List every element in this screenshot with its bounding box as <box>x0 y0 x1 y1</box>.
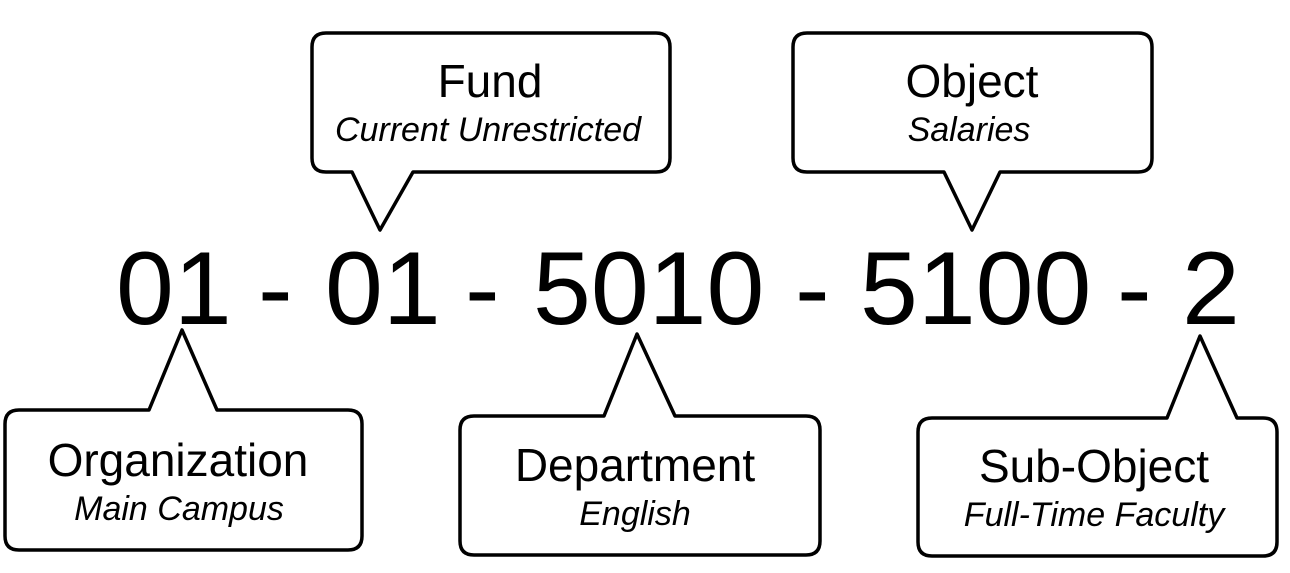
callout-object-description: Salaries <box>908 111 1031 149</box>
callout-department-label: Department <box>515 439 756 491</box>
callout-object-label: Object <box>906 55 1039 107</box>
code-separator: - <box>465 231 500 347</box>
callout-sub-object-bubble <box>916 334 1279 558</box>
code-separator: - <box>258 231 293 347</box>
callout-organization-bubble <box>3 328 364 552</box>
code-segment-organization: 01 <box>116 231 232 347</box>
callout-fund-description: Current Unrestricted <box>335 111 642 149</box>
callout-organization: Organization Main Campus <box>3 328 364 552</box>
callout-object-bubble <box>791 31 1154 232</box>
callout-department-bubble <box>458 332 822 557</box>
account-code: 01 - 01 - 5010 - 5100 - 2 <box>116 231 1240 347</box>
callout-sub-object-description: Full-Time Faculty <box>964 496 1226 534</box>
callout-organization-label: Organization <box>48 434 309 486</box>
code-segment-department: 5010 <box>533 231 764 347</box>
callout-object: Object Salaries <box>791 31 1154 232</box>
code-segment-sub-object: 2 <box>1182 231 1240 347</box>
code-segment-object: 5100 <box>860 231 1091 347</box>
code-separator: - <box>795 231 830 347</box>
callout-sub-object-label: Sub-Object <box>979 440 1209 492</box>
callout-fund: Fund Current Unrestricted <box>310 31 672 232</box>
callout-department: Department English <box>458 332 822 557</box>
callout-department-description: English <box>579 495 691 533</box>
callout-organization-description: Main Campus <box>74 490 284 528</box>
callout-sub-object: Sub-Object Full-Time Faculty <box>916 334 1279 558</box>
code-segment-fund: 01 <box>325 231 441 347</box>
callout-fund-bubble <box>310 31 672 232</box>
callout-fund-label: Fund <box>438 55 543 107</box>
code-separator: - <box>1117 231 1152 347</box>
